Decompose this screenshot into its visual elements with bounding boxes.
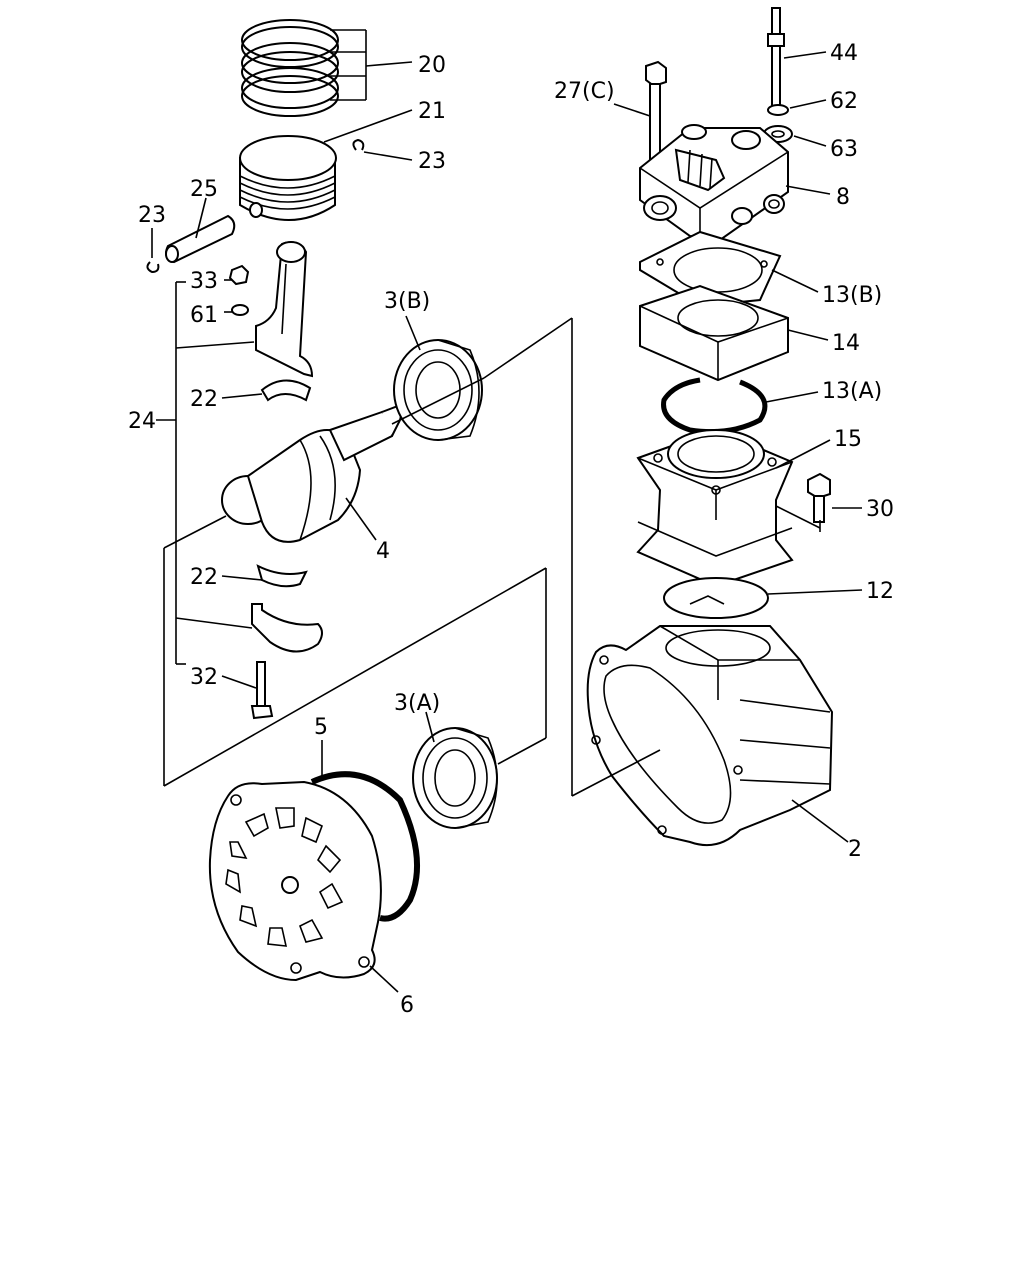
bearing-shell-upper <box>260 379 312 402</box>
callout-27c: 27(C) <box>554 79 615 104</box>
o-ring <box>310 771 421 922</box>
crankshaft <box>221 404 402 543</box>
callout-23-top: 23 <box>418 149 446 174</box>
cylinder-o-ring <box>663 577 769 619</box>
callout-6: 6 <box>400 993 414 1018</box>
callout-25: 25 <box>190 177 218 202</box>
rod-cap <box>251 603 323 653</box>
callout-61: 61 <box>190 303 218 328</box>
callout-22-upper: 22 <box>190 387 218 412</box>
callout-13a: 13(A) <box>822 379 882 404</box>
snap-ring-top <box>352 138 365 151</box>
rod-washer <box>231 304 249 316</box>
callout-15: 15 <box>834 427 862 452</box>
callout-5: 5 <box>314 715 328 740</box>
assembly-bracket-lines <box>151 29 863 993</box>
callout-14: 14 <box>832 331 860 356</box>
callout-12: 12 <box>866 579 894 604</box>
callout-32: 32 <box>190 665 218 690</box>
callout-33: 33 <box>190 269 218 294</box>
rod-bolt <box>250 661 274 720</box>
connecting-rod <box>255 241 314 378</box>
piston-rings <box>241 19 339 117</box>
callout-23-left: 23 <box>138 203 166 228</box>
callout-21: 21 <box>418 99 446 124</box>
callout-labels: 20 21 23 25 23 33 61 24 22 3(B) 4 22 32 … <box>128 41 894 1018</box>
rod-nut <box>228 264 250 286</box>
piston-pin <box>165 214 236 264</box>
callout-30: 30 <box>866 497 894 522</box>
callout-3b: 3(B) <box>384 289 430 314</box>
cylinder <box>636 428 794 588</box>
callout-8: 8 <box>836 185 850 210</box>
callout-2: 2 <box>848 837 862 862</box>
cylinder-bolt <box>807 472 831 523</box>
callout-22-lower: 22 <box>190 565 218 590</box>
callout-24: 24 <box>128 409 156 434</box>
callout-44: 44 <box>830 41 858 66</box>
crankcase <box>586 625 834 846</box>
callout-20: 20 <box>418 53 446 78</box>
bearing-shell-lower <box>256 564 308 588</box>
callout-62: 62 <box>830 89 858 114</box>
cylinder-head <box>639 124 789 242</box>
gasket-a-ring <box>661 377 768 435</box>
stud-bolt <box>767 7 785 109</box>
washer-62 <box>767 104 789 116</box>
valve-plate <box>639 284 789 382</box>
callout-63: 63 <box>830 137 858 162</box>
callout-3a: 3(A) <box>394 691 440 716</box>
ball-bearing-b <box>393 339 483 441</box>
ball-bearing-a <box>412 727 498 829</box>
end-cover <box>208 780 382 982</box>
callout-13b: 13(B) <box>822 283 882 308</box>
callout-4: 4 <box>376 539 390 564</box>
piston <box>239 135 337 221</box>
snap-ring-side <box>146 261 160 274</box>
